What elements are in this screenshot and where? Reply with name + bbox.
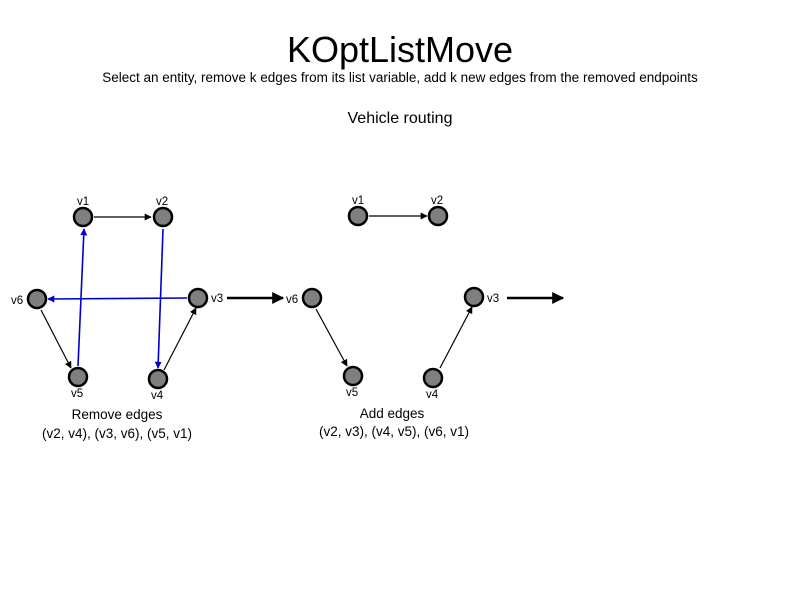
section-label: Vehicle routing: [347, 110, 453, 127]
node-label-v3: v3: [211, 293, 223, 305]
node-v6: [26, 288, 48, 310]
node-label-v6: v6: [286, 294, 298, 306]
node-v1: [72, 206, 94, 228]
node-label-v5: v5: [71, 388, 83, 400]
left-caption-line1: Remove edges: [72, 407, 163, 422]
edge-v6-v5: [40, 309, 72, 369]
node-label-v1: v1: [352, 195, 364, 207]
node-label-v2: v2: [156, 196, 168, 208]
node-v4: [422, 367, 444, 389]
node-v2: [152, 206, 174, 228]
node-v5: [67, 366, 89, 388]
edge-v4-v3: [163, 307, 197, 371]
node-v1: [347, 205, 369, 227]
left-panel: v1 v2 v3 v4 v5 v6 Remove edges (v2, v4),…: [11, 196, 223, 441]
node-label-v1: v1: [77, 196, 89, 208]
node-v6: [301, 287, 323, 309]
edge-v6-v5: [315, 308, 348, 367]
edge-v4-v3: [439, 306, 473, 369]
node-v3: [187, 287, 209, 309]
node-v5: [342, 365, 364, 387]
node-label-v4: v4: [151, 390, 164, 402]
node-label-v6: v6: [11, 295, 23, 307]
node-v2: [427, 205, 449, 227]
right-caption-line1: Add edges: [360, 406, 425, 421]
page-subtitle: Select an entity, remove k edges from it…: [102, 70, 698, 85]
node-v4: [147, 368, 169, 390]
right-panel: v1 v2 v3 v4 v5 v6 Add edges (v2, v3), (v…: [286, 195, 565, 439]
node-label-v5: v5: [346, 387, 358, 399]
removed-edge-v5-v1: [77, 228, 88, 367]
node-label-v4: v4: [426, 389, 439, 401]
node-label-v3: v3: [487, 293, 499, 305]
page-title: KOptListMove: [286, 29, 514, 70]
node-v3: [463, 286, 485, 308]
node-label-v2: v2: [431, 195, 443, 207]
right-caption-line2: (v2, v3), (v4, v5), (v6, v1): [319, 424, 469, 439]
removed-edge-v3-v6: [47, 295, 188, 303]
left-caption-line2: (v2, v4), (v3, v6), (v5, v1): [42, 426, 192, 441]
